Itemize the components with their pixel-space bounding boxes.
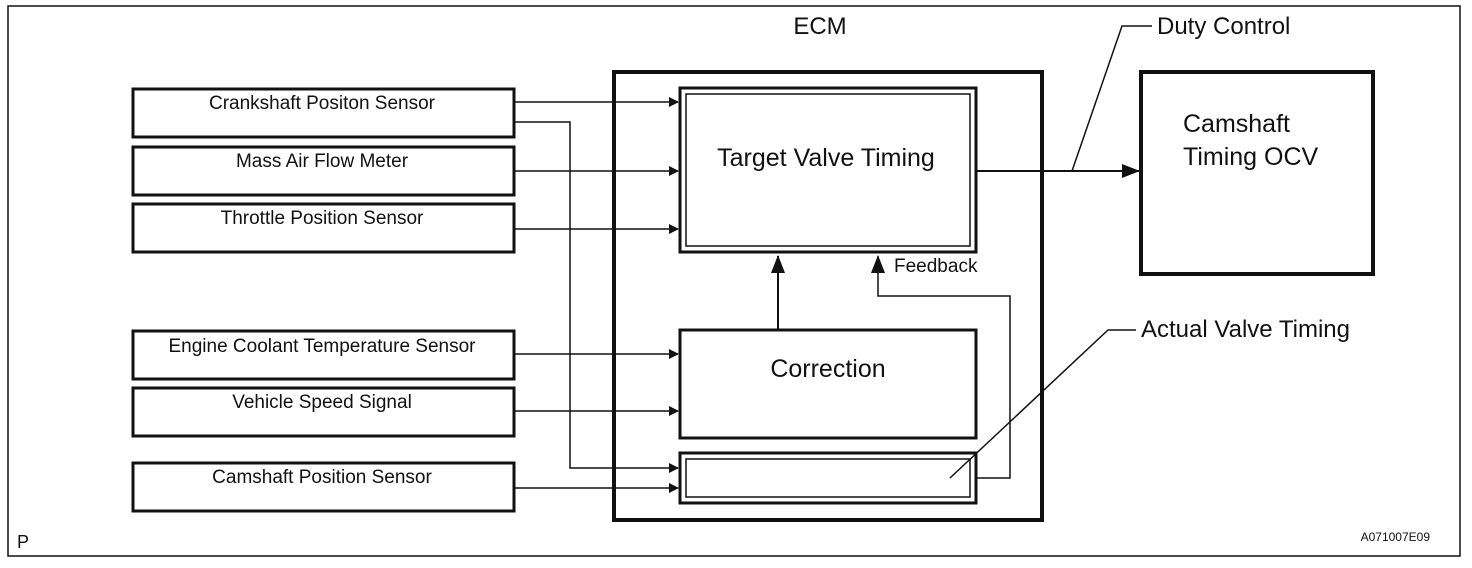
duty-control-label: Duty Control [1157,13,1290,40]
input-label-throttle: Throttle Position Sensor [221,208,424,229]
input-label-crankshaft: Crankshaft Positon Sensor [209,93,436,114]
input-box-coolant: Engine Coolant Temperature Sensor [131,329,516,381]
duty-control-leader [1071,25,1152,172]
camshaft-timing-ocv-block: Camshaft Timing OCV [1139,70,1375,276]
corner-letter: P [17,532,29,552]
input-box-vehicle-speed: Vehicle Speed Signal [131,386,516,438]
actual-valve-timing-block [678,451,978,505]
ocv-label-line1: Camshaft [1183,110,1290,138]
target-valve-timing-block: Target Valve Timing [678,86,978,254]
input-box-throttle: Throttle Position Sensor [131,202,516,254]
ecm-label: ECM [793,13,846,40]
input-box-camshaft-position: Camshaft Position Sensor [131,461,516,513]
correction-block: Correction [678,328,978,440]
correction-label: Correction [770,355,885,383]
ecm-box [612,70,1044,522]
input-label-coolant: Engine Coolant Temperature Sensor [168,336,476,357]
outer-frame [7,5,1461,557]
connector-crankshaft-to-actual [514,121,679,473]
input-connectors [514,97,679,493]
ocv-label-line2: Timing OCV [1183,143,1319,171]
target-valve-timing-label: Target Valve Timing [717,144,935,172]
actual-valve-timing-label: Actual Valve Timing [1141,316,1350,343]
actual-valve-timing-leader [949,329,1136,479]
input-label-vehicle-speed: Vehicle Speed Signal [232,392,412,413]
connector-feedback-loop [871,255,1011,479]
input-box-crankshaft: Crankshaft Positon Sensor [131,87,516,139]
figure-code: A071007E09 [1361,530,1431,544]
input-label-mass-air-flow: Mass Air Flow Meter [236,151,409,172]
input-label-camshaft-position: Camshaft Position Sensor [212,467,432,488]
feedback-label: Feedback [894,256,978,277]
input-box-mass-air-flow: Mass Air Flow Meter [131,145,516,197]
